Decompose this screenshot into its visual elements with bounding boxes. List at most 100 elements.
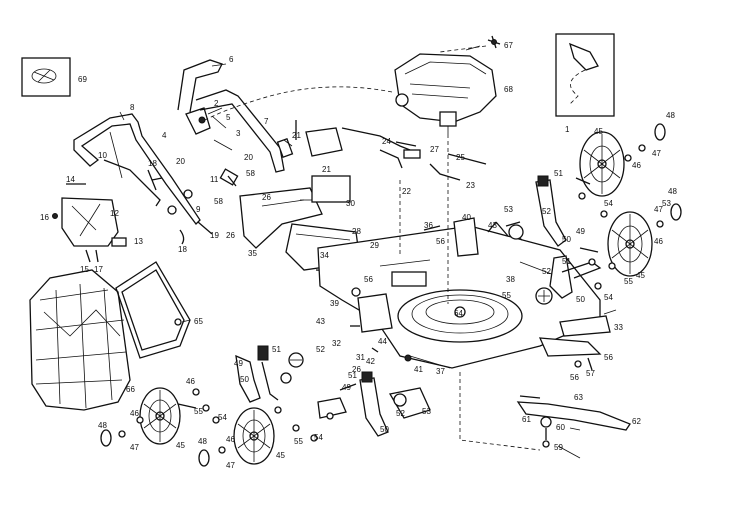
part-label-41: 41 xyxy=(414,365,423,374)
part-labels: 1 2 3 4 5 6 7 8 9 10 11 12 13 14 15 16 1… xyxy=(40,41,677,470)
part-label-28: 28 xyxy=(352,227,361,236)
part-label-11: 11 xyxy=(210,175,219,184)
part-label-51-a: 51 xyxy=(554,169,563,178)
part-label-32: 32 xyxy=(332,339,341,348)
part-label-54-a: 54 xyxy=(604,199,613,208)
part-label-50-b: 50 xyxy=(576,295,585,304)
part-label-7: 7 xyxy=(264,117,269,126)
part-label-55-b: 55 xyxy=(502,291,511,300)
part-label-49-a: 49 xyxy=(576,227,585,236)
part-label-35: 35 xyxy=(248,249,257,258)
part-label-49-c: 49 xyxy=(342,383,351,392)
part-label-46-c: 46 xyxy=(186,377,195,386)
part-label-21-a: 21 xyxy=(292,131,301,140)
part-label-31: 31 xyxy=(356,353,365,362)
part-label-51-b: 51 xyxy=(562,257,571,266)
grass-bag-66 xyxy=(29,269,131,411)
height-adjust-rear-right xyxy=(317,371,431,437)
wheel-front-lower xyxy=(579,203,682,290)
part-label-56-a: 56 xyxy=(436,237,445,246)
part-label-54-b: 54 xyxy=(604,293,613,302)
part-label-45-a: 45 xyxy=(594,127,603,136)
part-label-40: 40 xyxy=(462,213,471,222)
part-label-12: 12 xyxy=(110,209,119,218)
part-label-55-c: 55 xyxy=(194,407,203,416)
part-label-48-c: 48 xyxy=(98,421,107,430)
part-label-60: 60 xyxy=(556,423,565,432)
engine-68 xyxy=(394,53,497,134)
part-label-45-b: 45 xyxy=(636,271,645,280)
handle-hardware xyxy=(147,169,263,245)
part-label-48-a: 48 xyxy=(666,111,675,120)
part-label-24: 24 xyxy=(382,137,391,146)
part-label-65: 65 xyxy=(194,317,203,326)
part-label-58-b: 58 xyxy=(214,197,223,206)
part-label-67: 67 xyxy=(504,41,513,50)
part-label-36: 36 xyxy=(424,221,433,230)
spark-plug-67 xyxy=(487,35,501,49)
part-label-43-b: 43 xyxy=(316,317,325,326)
part-label-1: 1 xyxy=(565,125,570,134)
part-label-61: 61 xyxy=(522,415,531,424)
part-label-56-b: 56 xyxy=(364,275,373,284)
part-label-52-c: 52 xyxy=(316,345,325,354)
part-label-46-b: 46 xyxy=(654,237,663,246)
part-label-17: 17 xyxy=(94,265,103,274)
part-label-47-a: 47 xyxy=(652,149,661,158)
part-label-59: 59 xyxy=(554,443,563,452)
part-label-57: 57 xyxy=(586,369,595,378)
part-label-56-d: 56 xyxy=(570,373,579,382)
part-label-46-d: 46 xyxy=(130,409,139,418)
part-label-34: 34 xyxy=(320,251,329,260)
part-label-52-a: 52 xyxy=(542,207,551,216)
leader-lines xyxy=(119,45,617,459)
part-label-18-a: 18 xyxy=(148,159,157,168)
part-label-30: 30 xyxy=(346,199,355,208)
part-label-53-a: 53 xyxy=(504,205,513,214)
part-label-55-d: 55 xyxy=(294,437,303,446)
part-label-4: 4 xyxy=(162,131,167,140)
wheel-front-upper xyxy=(575,123,666,200)
part-label-66: 66 xyxy=(126,385,135,394)
part-label-21-b: 21 xyxy=(322,165,331,174)
part-label-46-e: 46 xyxy=(226,435,235,444)
part-label-50-c: 50 xyxy=(240,375,249,384)
part-label-58-a: 58 xyxy=(246,169,255,178)
part-label-47-b: 47 xyxy=(654,205,663,214)
part-label-52-d: 52 xyxy=(396,409,405,418)
part-label-55-a: 55 xyxy=(624,277,633,286)
blade-assembly xyxy=(516,357,631,448)
part-label-38: 38 xyxy=(506,275,515,284)
part-label-29: 29 xyxy=(370,241,379,250)
part-label-39: 39 xyxy=(330,299,339,308)
part-label-47-d: 47 xyxy=(226,461,235,470)
part-label-48-d: 48 xyxy=(198,437,207,446)
wheel-rear-middle xyxy=(198,406,318,467)
part-label-33: 33 xyxy=(614,323,623,332)
part-label-50-d: 50 xyxy=(380,425,389,434)
part-label-26-c: 26 xyxy=(352,365,361,374)
part-label-62: 62 xyxy=(632,417,641,426)
part-label-54-d: 54 xyxy=(314,433,323,442)
part-label-69: 69 xyxy=(78,75,87,84)
part-label-53-c: 53 xyxy=(422,407,431,416)
part-label-64: 64 xyxy=(454,309,463,318)
upper-handle xyxy=(177,59,294,173)
part-label-8: 8 xyxy=(130,103,135,112)
part-label-3: 3 xyxy=(236,129,241,138)
part-label-49-b: 49 xyxy=(234,359,243,368)
mower-deck xyxy=(317,225,611,369)
inset-bail-cable-1 xyxy=(555,33,615,117)
height-adjust-rear-left xyxy=(235,345,304,403)
part-label-16: 16 xyxy=(40,213,49,222)
part-label-22: 22 xyxy=(402,187,411,196)
part-label-45-d: 45 xyxy=(276,451,285,460)
part-label-25: 25 xyxy=(456,153,465,162)
part-label-54-c: 54 xyxy=(218,413,227,422)
part-label-63: 63 xyxy=(574,393,583,402)
part-label-46-a: 46 xyxy=(632,161,641,170)
part-label-44: 44 xyxy=(378,337,387,346)
part-label-19: 19 xyxy=(210,231,219,240)
lower-handle xyxy=(73,113,239,225)
